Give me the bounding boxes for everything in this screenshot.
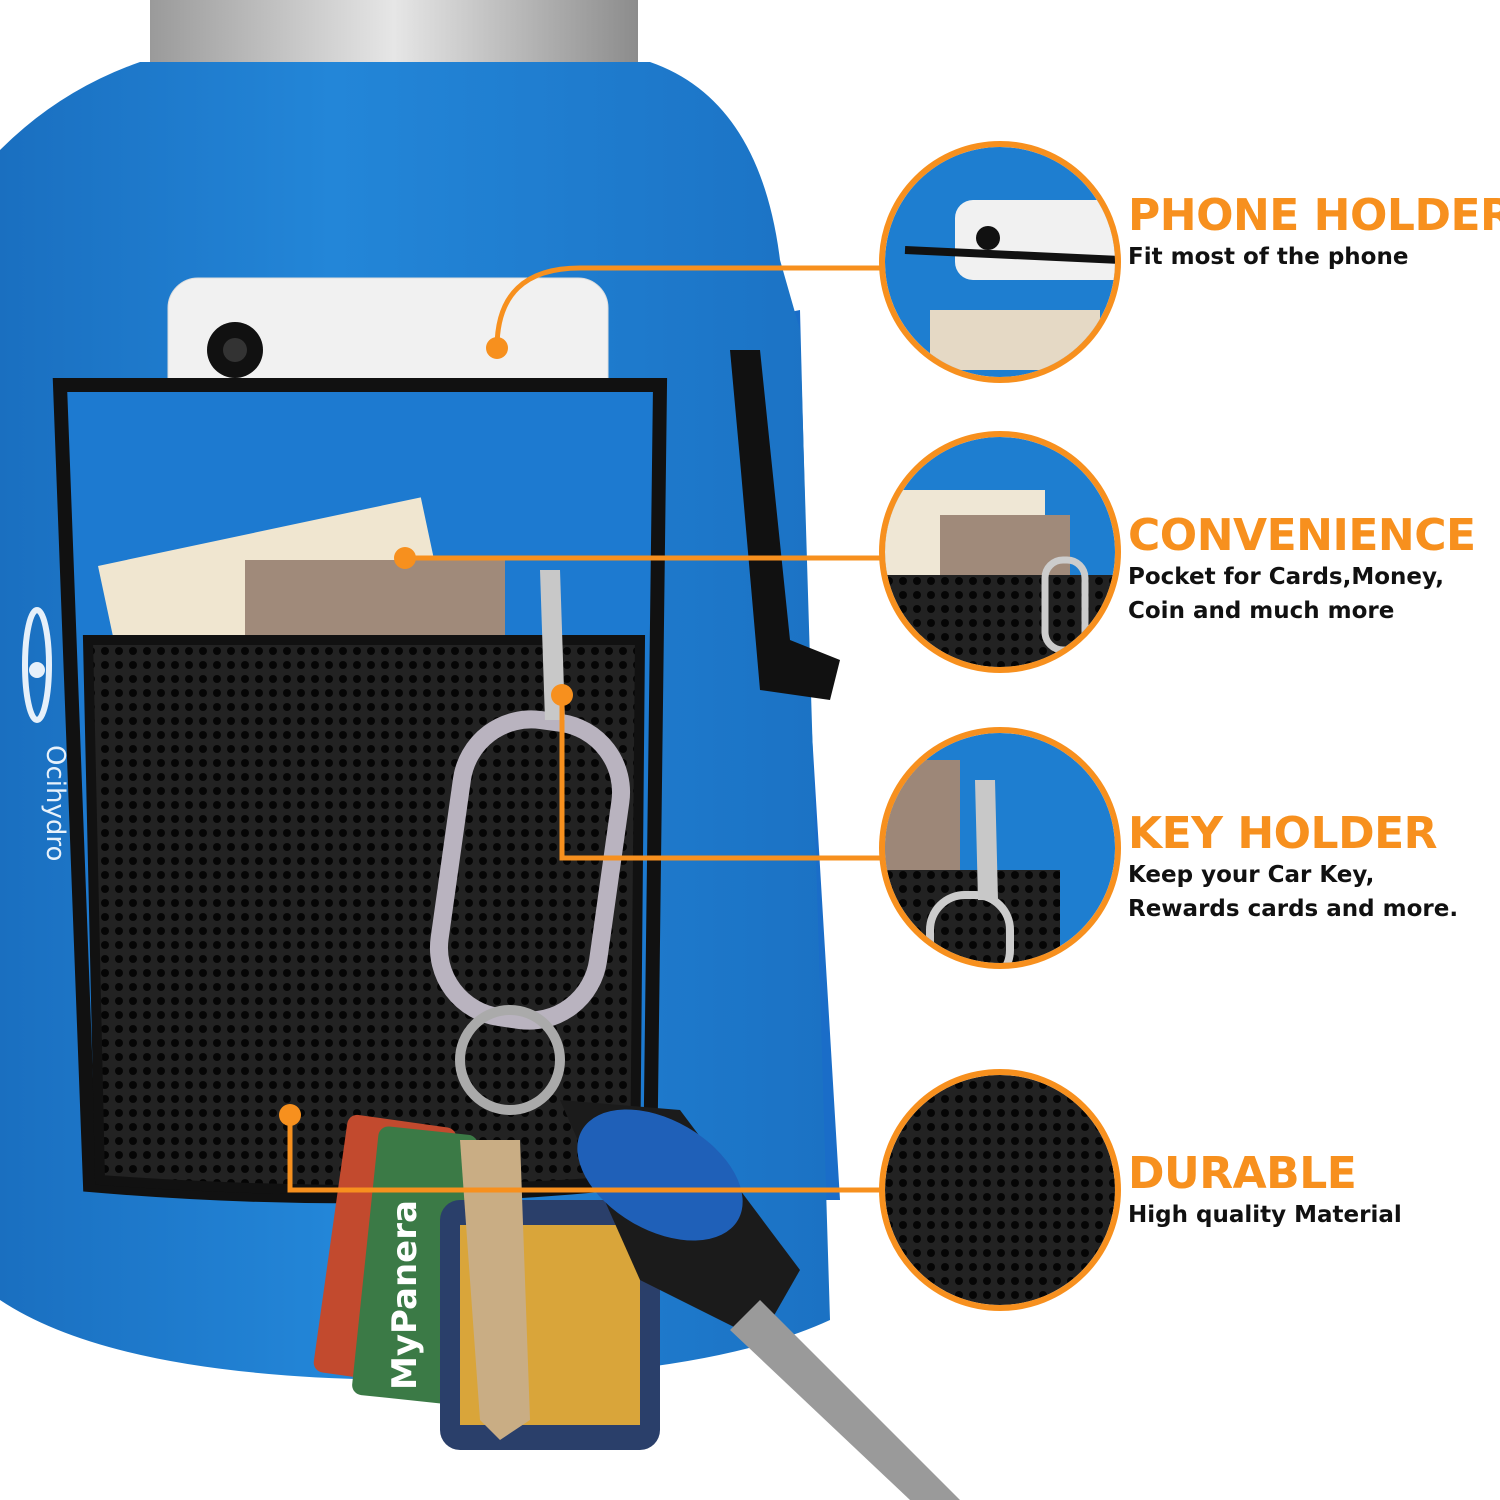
callout-line-key [559,695,880,861]
callout-desc: Coin and much more [1128,598,1395,624]
detail-circle-phone [885,147,1115,377]
callout-desc: Rewards cards and more. [1128,896,1459,922]
callout-title: DURABLE [1128,1148,1357,1199]
bottle-cap [150,0,638,70]
detail-circle-durable [885,1075,1115,1305]
keytag-text: MyPanera [385,1200,425,1390]
callout-durable: DURABLE High quality Material [1128,1150,1402,1232]
logo-text: Ocihydro [40,745,70,862]
callout-key-holder: KEY HOLDER Keep your Car Key, Rewards ca… [1128,810,1458,926]
callout-desc: High quality Material [1128,1202,1402,1228]
detail-circle-convenience [885,437,1115,667]
callout-title: KEY HOLDER [1128,808,1438,859]
callout-title: PHONE HOLDER [1128,190,1500,241]
callout-line-phone [494,265,880,349]
callout-convenience: CONVENIENCE Pocket for Cards,Money, Coin… [1128,512,1476,628]
brand-logo [22,607,52,723]
strap-clip [730,350,840,700]
key-ring [455,1005,565,1115]
carabiner [429,710,631,1030]
callout-line-durable [287,1115,880,1193]
callout-desc: Fit most of the phone [1128,244,1409,270]
callout-phone-holder: PHONE HOLDER Fit most of the phone [1128,192,1500,274]
callout-desc: Keep your Car Key, [1128,862,1375,888]
callout-title: CONVENIENCE [1128,510,1476,561]
callout-desc: Pocket for Cards,Money, [1128,564,1444,590]
